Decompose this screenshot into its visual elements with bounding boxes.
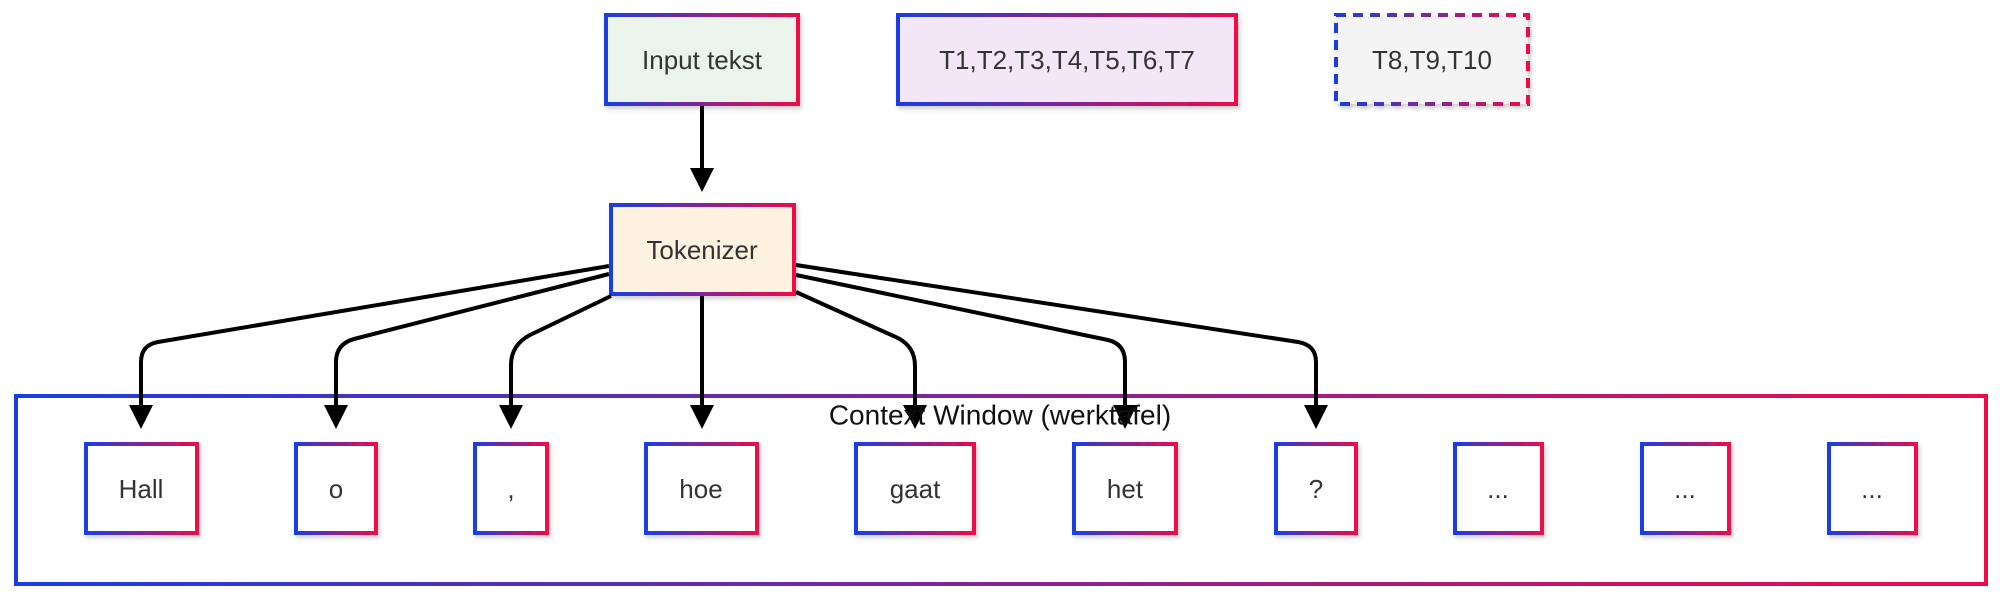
token-node[interactable] xyxy=(644,442,759,535)
token-label: gaat xyxy=(890,474,941,504)
token-node[interactable] xyxy=(1640,442,1731,535)
tokenizer-node-label: Tokenizer xyxy=(646,235,758,265)
token-labels: Hall o , hoe gaat het ? ... ... ... xyxy=(119,474,1883,504)
edge-tokenizer-to-gaat xyxy=(795,290,927,429)
token-label: o xyxy=(329,474,343,504)
token-label: ... xyxy=(1861,474,1883,504)
token-node[interactable] xyxy=(84,442,199,535)
input-node-label: Input tekst xyxy=(642,45,763,75)
token-label: hoe xyxy=(679,474,722,504)
token-node[interactable] xyxy=(1072,442,1178,535)
tokenizer-node[interactable] xyxy=(609,203,796,296)
token-list xyxy=(84,442,1918,535)
edge-tokenizer-to-het xyxy=(795,273,1137,429)
sequence-node-label: T1,T2,T3,T4,T5,T6,T7 xyxy=(939,45,1195,75)
token-label: Hall xyxy=(119,474,164,504)
token-node[interactable] xyxy=(473,442,549,535)
edge-tokenizer-to-question xyxy=(795,263,1328,429)
edge-tokenizer-to-comma xyxy=(499,294,612,429)
edge-tokenizer-to-hall xyxy=(129,264,610,429)
token-node[interactable] xyxy=(854,442,976,535)
token-node[interactable] xyxy=(1827,442,1918,535)
overflow-node-label: T8,T9,T10 xyxy=(1372,45,1492,75)
edge-tokenizer-to-o xyxy=(324,272,610,429)
overflow-node[interactable] xyxy=(1334,13,1530,106)
token-label: ... xyxy=(1487,474,1509,504)
token-node[interactable] xyxy=(294,442,378,535)
sequence-node[interactable] xyxy=(896,13,1238,106)
token-label: ... xyxy=(1674,474,1696,504)
token-label: ? xyxy=(1309,474,1323,504)
token-label: , xyxy=(507,474,514,504)
input-node[interactable] xyxy=(604,13,800,106)
token-label: het xyxy=(1107,474,1144,504)
token-node[interactable] xyxy=(1274,442,1358,535)
edges xyxy=(129,106,1328,429)
token-node[interactable] xyxy=(1453,442,1544,535)
context-window-label: Context Window (werktafel) xyxy=(829,400,1171,431)
